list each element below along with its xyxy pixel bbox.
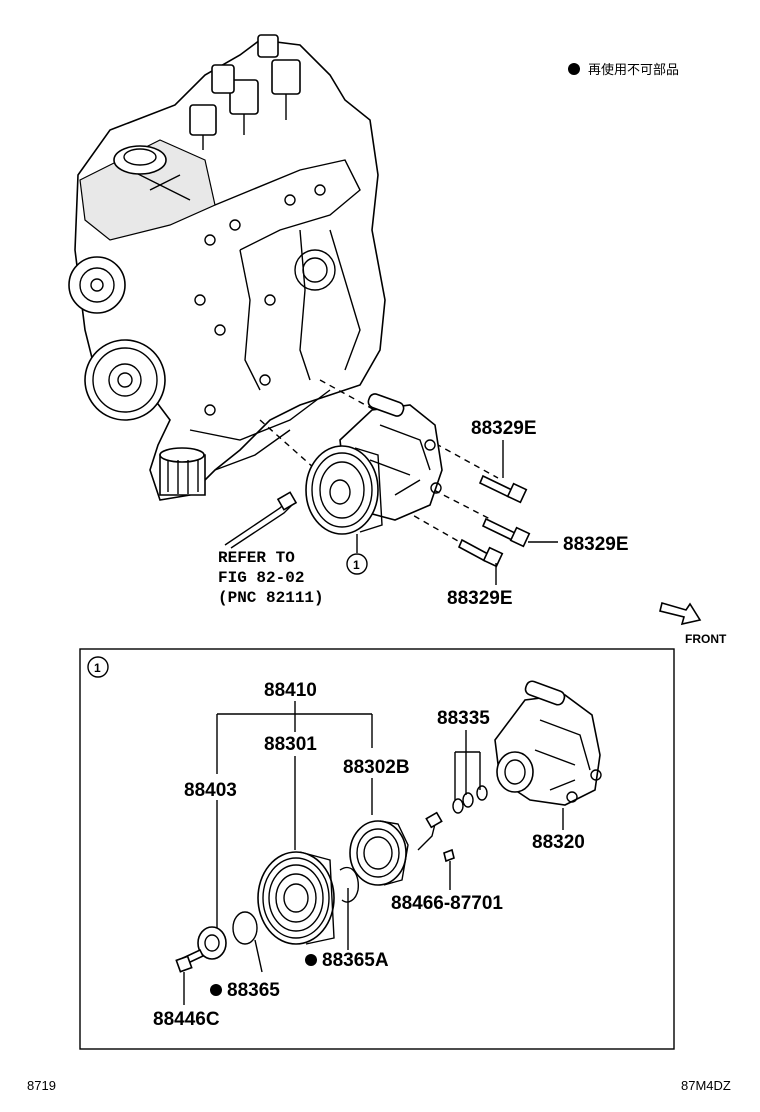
refer-to-line3: (PNC 82111)	[218, 589, 324, 607]
snap-ring-88365a	[339, 866, 359, 950]
bolt-icon	[478, 474, 528, 504]
footer-right-code: 87M4DZ	[681, 1078, 731, 1093]
refer-to-line2: FIG 82-02	[218, 569, 304, 587]
shims-88335: 88335	[437, 708, 490, 814]
callout-88302b: 88302B	[343, 757, 410, 778]
engine-illustration	[68, 34, 386, 501]
callout-88335: 88335	[437, 708, 490, 729]
callout-88365a: 88365A	[322, 950, 389, 971]
footer-left-code: 8719	[27, 1078, 56, 1093]
pulley-88301	[257, 851, 335, 945]
refer-to-line1: REFER TO	[218, 549, 295, 567]
callout-88410: 88410	[264, 680, 317, 701]
circle-ref-1-detail: 1	[94, 661, 101, 675]
front-label: FRONT	[685, 632, 727, 646]
front-arrow-icon	[659, 601, 702, 626]
callout-88403: 88403	[184, 780, 237, 801]
callout-88301: 88301	[264, 734, 317, 755]
callout-88320: 88320	[532, 832, 585, 853]
bolt-icon	[457, 538, 504, 568]
bearing-88302b	[349, 820, 409, 886]
bolt-icon	[481, 517, 531, 548]
compressor-88320: 88320	[494, 680, 602, 853]
bolt-88446c	[175, 948, 205, 1005]
circle-ref-1-engine: 1	[353, 558, 360, 572]
callout-88466-87701: 88466-87701	[391, 893, 503, 914]
front-indicator: FRONT	[659, 601, 727, 646]
compressor-on-engine	[305, 393, 443, 535]
non-reusable-marker-icon	[305, 954, 317, 966]
callout-88446c: 88446C	[153, 1009, 220, 1030]
engine-bolts	[457, 440, 558, 585]
legend-text: 再使用不可部品	[588, 62, 679, 77]
engine-callouts: 88329E 88329E 88329E REFER TO FIG 82-02 …	[218, 418, 629, 609]
callout-bolt-88329e-right: 88329E	[563, 534, 629, 555]
snap-ring-88365	[232, 911, 263, 973]
non-reusable-marker-icon	[210, 984, 222, 996]
hub-88403	[197, 926, 227, 960]
callout-bolt-88329e-lower: 88329E	[447, 588, 513, 609]
non-reusable-marker-icon	[568, 63, 580, 75]
legend: 再使用不可部品	[568, 62, 679, 77]
detail-box: 1 88410 88301 88302B 88403	[79, 648, 675, 1050]
screw-88466-87701: 88466-87701	[391, 811, 503, 914]
callout-88365: 88365	[227, 980, 280, 1001]
callout-bolt-88329e-upper: 88329E	[471, 418, 537, 439]
